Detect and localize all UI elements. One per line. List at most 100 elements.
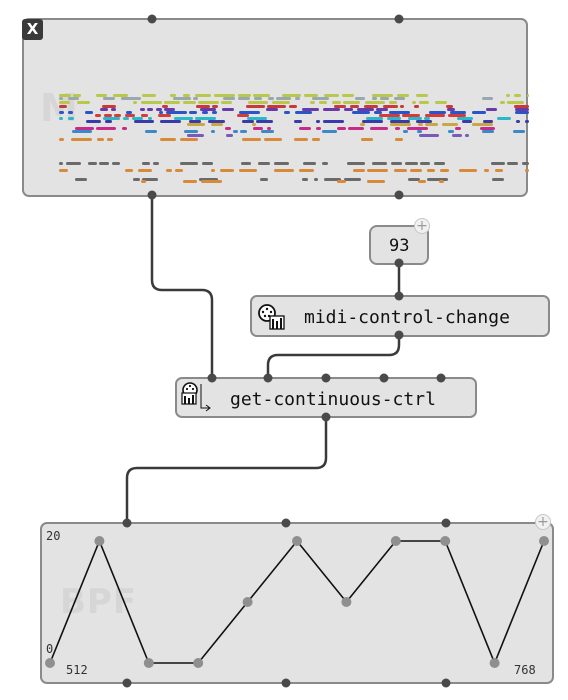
piano-roll-note — [486, 108, 497, 111]
piano-roll-note — [347, 162, 365, 165]
piano-roll-note — [183, 180, 197, 183]
piano-roll-note — [276, 97, 291, 100]
piano-roll-note — [452, 134, 462, 137]
piano-roll-note — [77, 101, 90, 104]
piano-roll-note — [162, 105, 168, 108]
piano-roll-note — [99, 162, 109, 165]
piano-roll-note — [367, 180, 385, 183]
piano-roll-note — [212, 105, 218, 108]
piano-roll-note — [312, 97, 329, 100]
piano-roll-note — [495, 169, 503, 172]
piano-roll-note — [500, 101, 505, 104]
piano-roll-note — [156, 108, 162, 111]
piano-roll-note — [374, 111, 382, 114]
bpf-add-icon[interactable]: + — [535, 514, 551, 530]
piano-roll-note — [247, 117, 267, 120]
piano-roll-note — [187, 123, 205, 126]
piano-roll-note — [145, 130, 157, 133]
piano-roll-note — [435, 101, 447, 104]
piano-roll-note — [440, 169, 449, 172]
piano-roll-note — [59, 117, 63, 120]
piano-roll-note — [507, 101, 524, 104]
piano-roll-note — [195, 117, 216, 120]
piano-roll-note — [59, 111, 64, 114]
piano-roll-note — [239, 169, 257, 172]
get-continuous-ctrl-box[interactable]: get-continuous-ctrl — [175, 377, 477, 418]
piano-roll-note — [419, 101, 429, 104]
piano-roll-note — [482, 130, 494, 133]
piano-roll-note — [324, 178, 341, 181]
piano-roll-note — [220, 169, 234, 172]
piano-roll-note — [350, 105, 359, 108]
piano-roll-note — [332, 101, 341, 104]
piano-roll-note — [304, 94, 318, 97]
piano-roll-note — [459, 169, 477, 172]
piano-roll-note — [507, 162, 518, 165]
piano-roll-note — [142, 94, 156, 97]
piano-roll-note — [166, 111, 187, 114]
piano-roll-note — [159, 111, 163, 114]
piano-roll-note — [408, 178, 420, 181]
piano-roll-note — [514, 105, 529, 108]
piano-roll-note — [414, 105, 419, 108]
piano-roll-note — [225, 127, 231, 130]
piano-roll-note — [387, 117, 401, 120]
close-icon[interactable]: X — [22, 19, 43, 40]
get-continuous-ctrl-icon — [181, 382, 211, 412]
piano-roll-note — [222, 108, 234, 111]
piano-roll-note — [267, 105, 286, 108]
get-continuous-ctrl-label: get-continuous-ctrl — [230, 389, 436, 410]
piano-roll-note — [183, 101, 196, 104]
piano-roll-note — [148, 117, 152, 120]
piano-roll-note — [200, 108, 216, 111]
number-box[interactable]: 93 — [369, 225, 429, 265]
piano-roll-note — [121, 97, 141, 100]
bpf-box[interactable]: BPF — [40, 522, 554, 684]
piano-roll-note — [455, 127, 461, 130]
piano-roll-note — [180, 162, 198, 165]
piano-roll-note — [111, 108, 116, 111]
piano-roll-note — [417, 130, 422, 133]
cable-midi-to-get-ctrl[interactable] — [150, 196, 214, 378]
piano-roll-note — [447, 108, 455, 111]
piano-roll-note — [465, 134, 469, 137]
piano-roll-note — [97, 138, 104, 141]
piano-roll-note — [348, 127, 364, 130]
piano-roll-note — [173, 97, 191, 100]
piano-roll-note — [238, 97, 250, 100]
piano-roll-note — [383, 105, 398, 108]
piano-roll-note — [480, 127, 495, 130]
piano-roll-note — [86, 120, 101, 123]
piano-roll-note — [223, 97, 235, 100]
piano-roll-note — [408, 117, 422, 120]
piano-roll-note — [158, 114, 171, 117]
piano-roll-note — [352, 111, 370, 114]
piano-roll-note — [484, 169, 489, 172]
piano-roll-note — [418, 180, 426, 183]
piano-roll-note — [202, 162, 213, 165]
piano-roll-note — [366, 117, 383, 120]
piano-roll-note — [515, 111, 529, 114]
cable-mcc-to-get-ctrl[interactable] — [266, 335, 401, 378]
piano-roll-note — [174, 117, 193, 120]
piano-roll-note — [246, 105, 265, 108]
piano-roll-note — [189, 120, 201, 123]
bpf-y-min-label: 0 — [46, 642, 54, 656]
number-box-add-icon[interactable]: + — [414, 218, 430, 234]
piano-roll-note — [446, 105, 453, 108]
midi-multitrack-box[interactable]: M — [22, 18, 529, 197]
piano-roll-note — [390, 120, 410, 123]
bpf-x-max-label: 768 — [514, 663, 536, 677]
midi-control-change-box[interactable]: midi-control-change — [250, 295, 550, 337]
piano-roll-note — [389, 101, 397, 104]
bpf-x-min-label: 512 — [66, 663, 88, 677]
piano-roll-note — [303, 162, 316, 165]
piano-roll-note — [237, 114, 249, 117]
piano-roll-note — [355, 97, 365, 100]
piano-roll-note — [142, 178, 158, 181]
number-box-value[interactable]: 93 — [389, 236, 410, 256]
piano-roll-note — [175, 169, 183, 172]
piano-roll-note — [400, 105, 404, 108]
cable-get-ctrl-to-bpf[interactable] — [125, 417, 328, 522]
